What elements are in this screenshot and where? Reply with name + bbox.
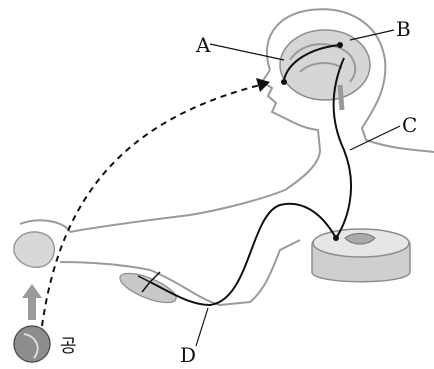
hand [14, 232, 54, 267]
arm-muscle [116, 267, 179, 308]
spinal-cord [312, 229, 410, 282]
leader-d [196, 308, 208, 346]
label-d: D [180, 343, 196, 367]
label-ball: 공 [60, 336, 77, 357]
label-a: A [195, 33, 211, 57]
brain [280, 30, 370, 110]
leader-a [210, 44, 284, 60]
label-c: C [402, 113, 417, 137]
node-brain [337, 42, 343, 48]
node-eye [281, 79, 287, 85]
node-cord [333, 235, 339, 241]
label-b: B [396, 17, 411, 41]
nerve-path-cord-to-muscle [150, 204, 336, 305]
ball [14, 326, 50, 362]
light-arrow [22, 284, 42, 320]
